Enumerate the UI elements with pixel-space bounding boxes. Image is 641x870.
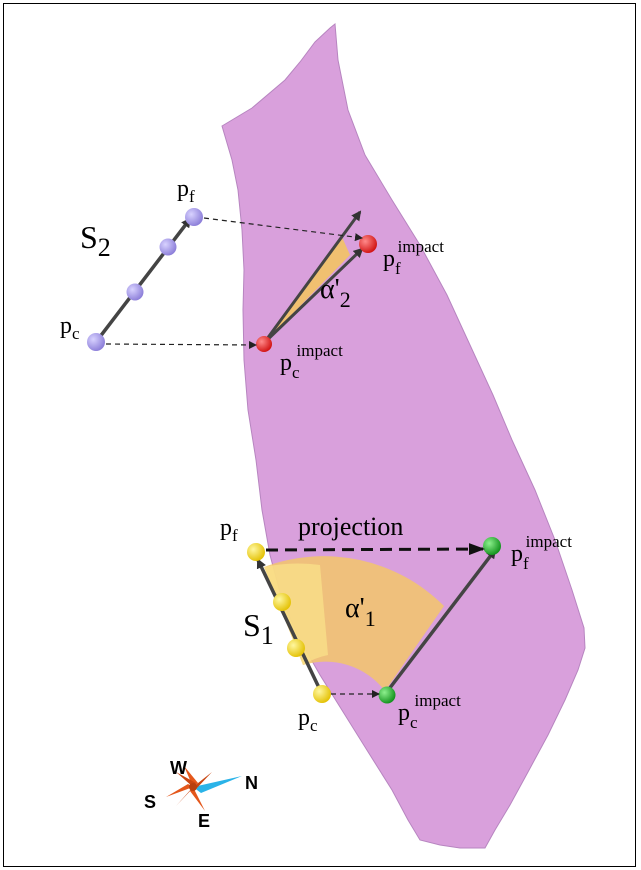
s1-projection-arrow [265,543,485,556]
s2-point-3 [126,283,144,301]
s1-impact-c-label: pcimpact [398,691,461,732]
s2-impact-c-point [256,336,272,352]
compass-west-label: W [170,758,187,778]
s2-impact-f-label: pfimpact [383,237,444,278]
compass-north-label: N [245,773,258,793]
s1-segment [256,558,324,695]
s1-impact-arrow [384,548,497,695]
s1-point-4 [313,685,331,703]
s1-impact-f-point [483,537,501,555]
s1-point-1 [247,543,265,561]
s1-label: S1 [243,607,274,650]
s2-impact-c-label: pcimpact [280,341,343,382]
compass-east-label: E [198,811,210,831]
s1-point-3 [287,639,305,657]
s2-dashed-c [105,340,257,349]
s1-pf-label: pf [220,515,238,545]
s1-pc-label: pc [298,705,318,735]
s2-pf-label: pf [177,176,195,206]
s2-impact-arrow [262,247,364,345]
s2-point-2 [159,238,177,256]
s2-segment [94,217,192,344]
s2-impact-f-point [359,235,377,253]
s1-angle-label: α'1 [345,593,376,631]
s1-impact-f-label: pfimpact [511,532,572,573]
diagram-frame [3,3,636,867]
s2-impact-projection-arrow [262,210,362,344]
s2-label: S2 [80,219,111,262]
s2-point-1 [185,208,203,226]
s2-pc-label: pc [60,313,80,343]
s2-point-4 [87,333,105,351]
compass-south-label: S [144,792,156,812]
s1-impact-c-point [378,686,396,704]
s2-angle-label: α'2 [320,274,351,312]
s1-angle-sector-light [264,563,328,665]
projection-label: projection [298,512,403,541]
compass-rose-icon [166,766,242,811]
s1-point-2 [273,593,291,611]
s2-angle-wedge [264,237,350,343]
